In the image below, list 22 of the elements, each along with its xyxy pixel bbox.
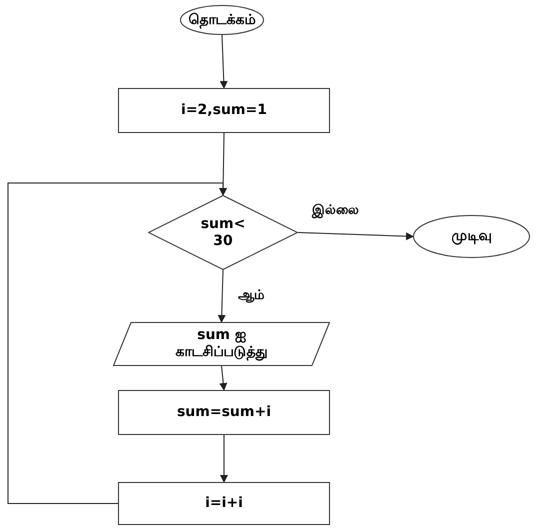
arrow (298, 232, 414, 240)
node-label: தொடக்கம் (188, 12, 256, 28)
arrow (220, 34, 228, 89)
edge-label: இல்லை (312, 203, 359, 219)
edge-label: ஆம் (238, 288, 264, 304)
node-label: sum< 30 (200, 216, 246, 250)
node-label: sum ஐ காடசிப்படுத்து (174, 327, 268, 361)
end-ellipse (413, 215, 530, 258)
start-ellipse (180, 5, 264, 35)
process-box (118, 482, 330, 525)
arrow (218, 270, 226, 323)
decision-diamond (148, 195, 298, 270)
process-box (118, 88, 330, 133)
node-label: i=2,sum=1 (180, 102, 268, 119)
arrow (8, 182, 227, 504)
process-box (118, 390, 330, 435)
node-label: sum=sum+i (176, 404, 272, 421)
node-label: முடிவு (450, 228, 492, 245)
arrow (219, 366, 228, 391)
node-label: i=i+i (204, 495, 244, 512)
output-parallelogram (113, 322, 330, 366)
arrow (220, 434, 228, 483)
